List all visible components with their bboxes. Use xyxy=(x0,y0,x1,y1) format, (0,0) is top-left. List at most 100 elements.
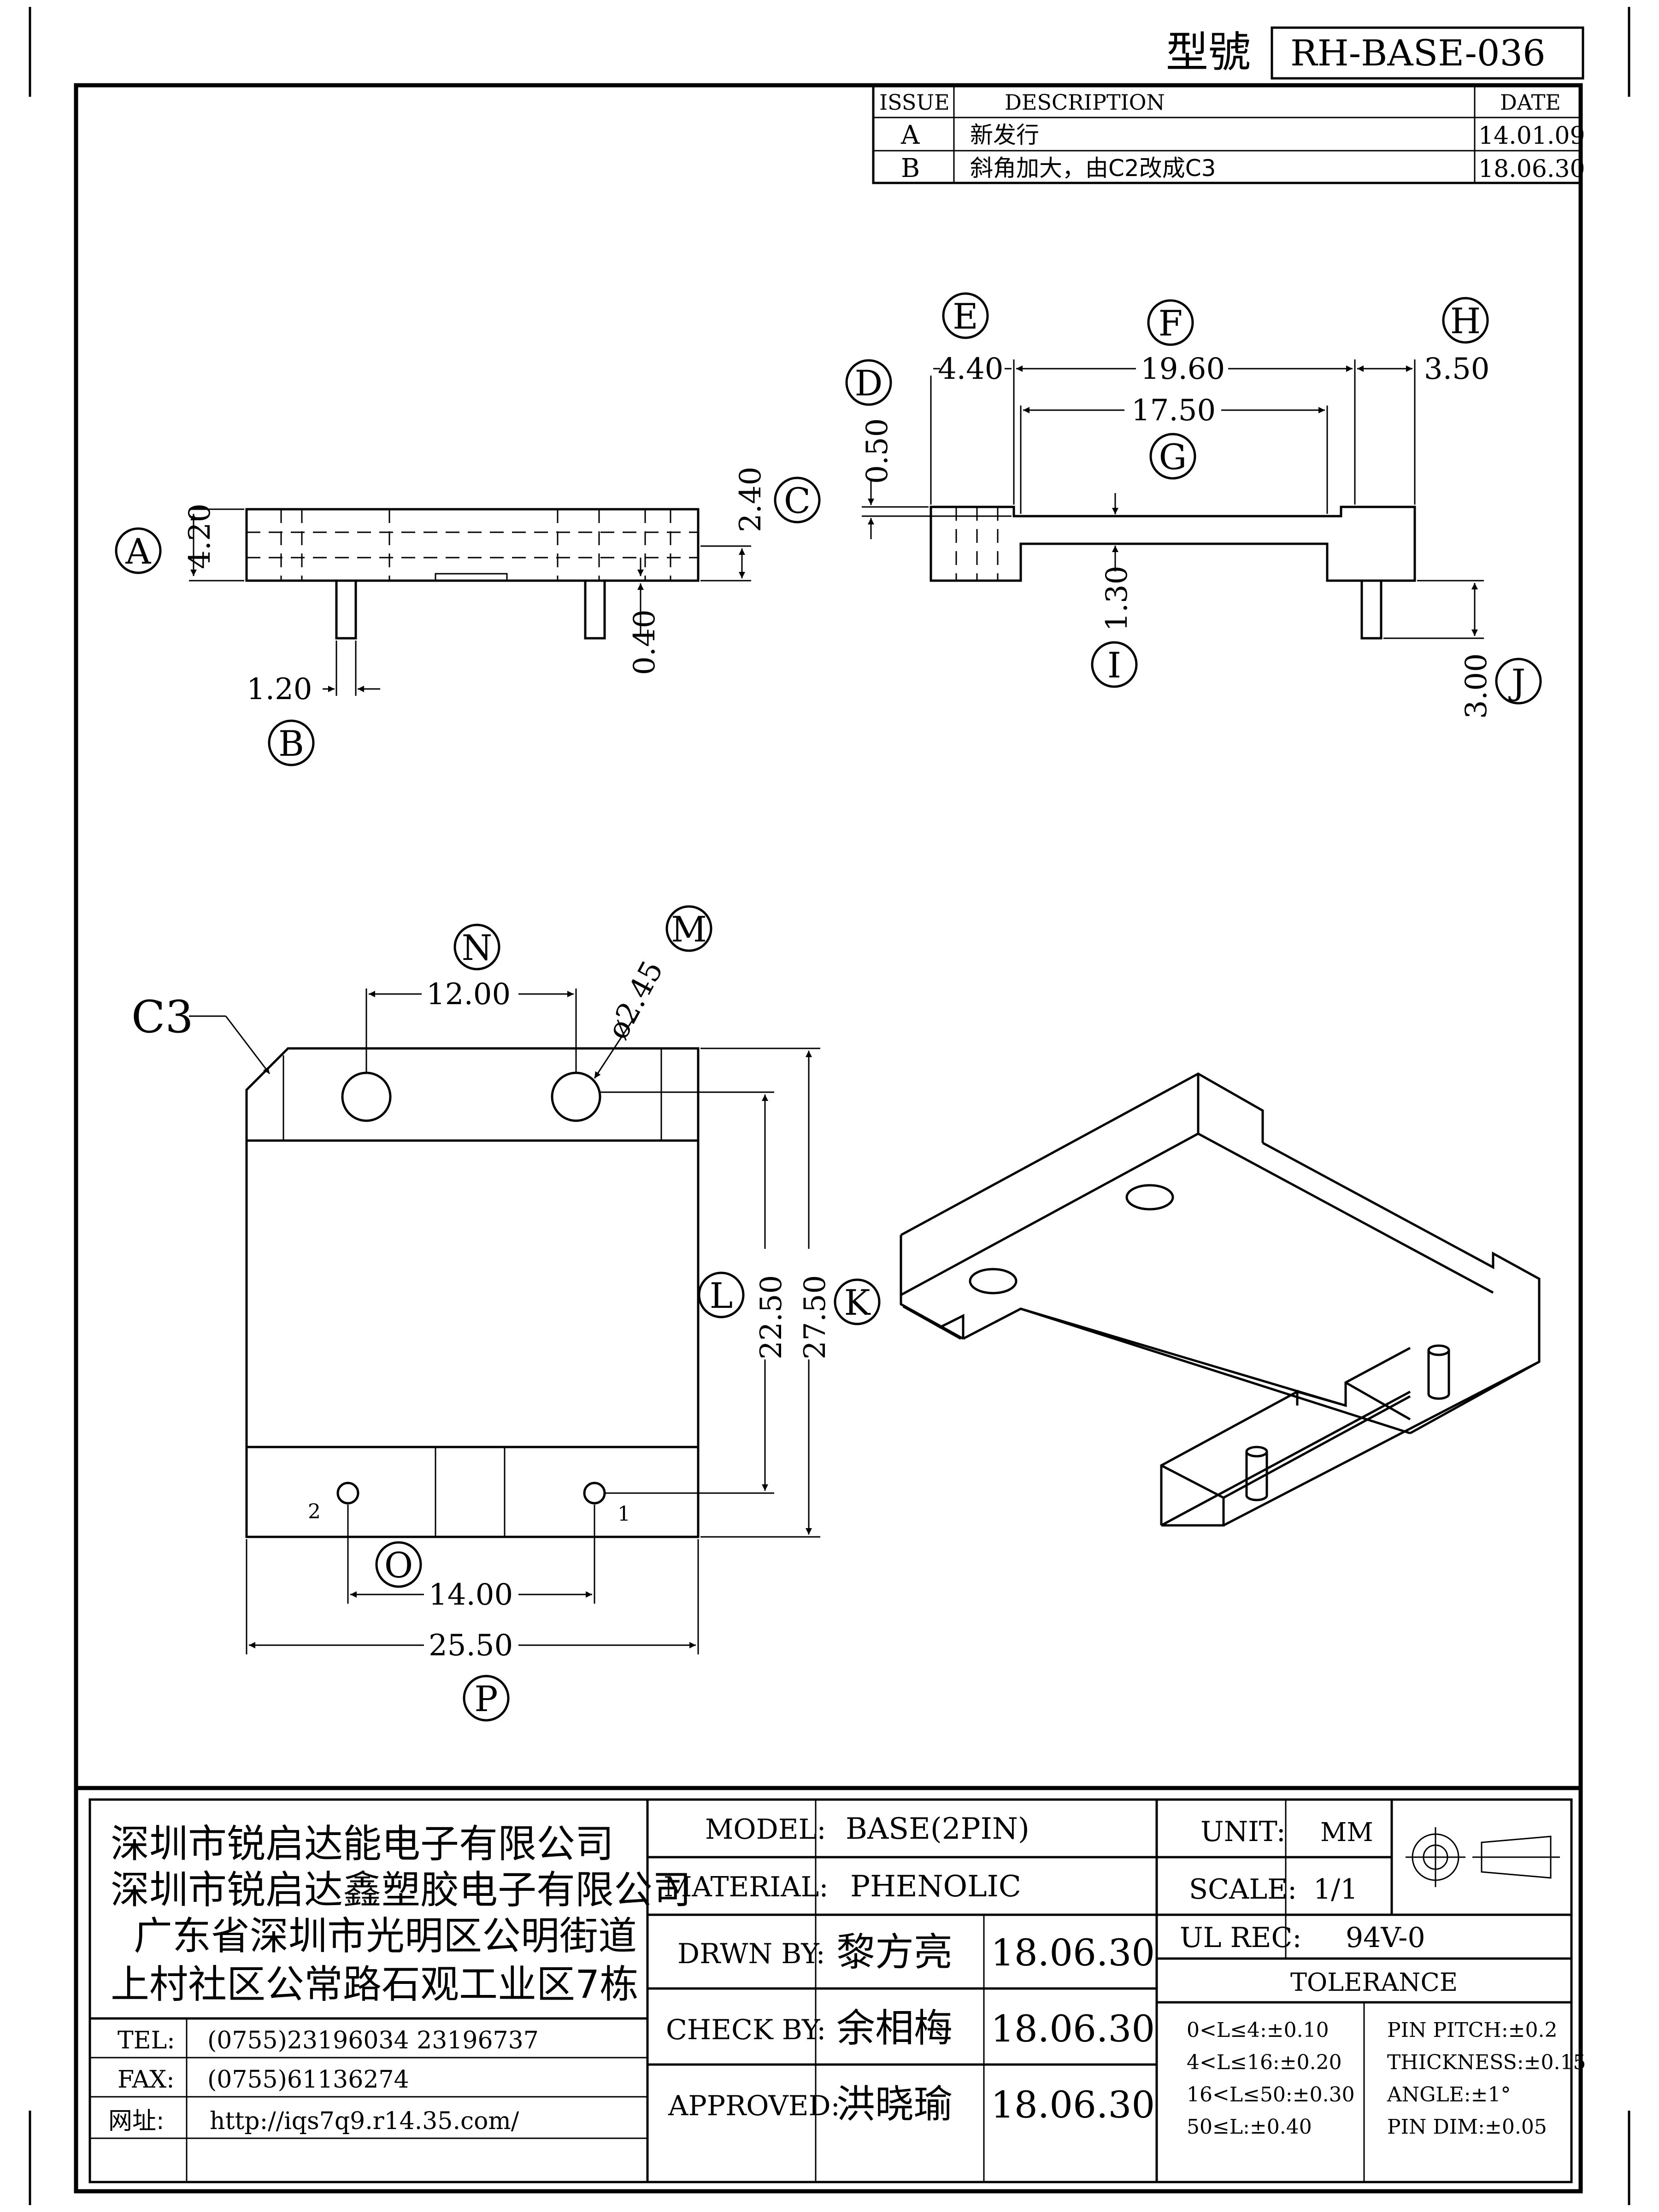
dim-n-value: 12.00 xyxy=(426,977,511,1012)
label-callouts-9: J xyxy=(1508,661,1525,702)
iso-hole-right xyxy=(1125,1184,1174,1211)
label-callouts-10: K xyxy=(844,1282,871,1323)
callout-o: O xyxy=(375,1541,422,1588)
drawn-by-label: DRWN BY: xyxy=(677,1938,825,1970)
label-callouts-12: M xyxy=(671,909,707,950)
callout-d: D xyxy=(845,359,892,406)
tel-label: TEL: xyxy=(118,2027,175,2054)
revision-table: ISSUE DESCRIPTION DATE A 新发行 14.01.09 B … xyxy=(872,84,1585,184)
callout-n: N xyxy=(453,924,500,971)
label-callouts-5: F xyxy=(1159,303,1183,344)
label-callouts-7: H xyxy=(1450,300,1481,341)
approved-label: APPROVED: xyxy=(668,2090,840,2122)
callout-e: E xyxy=(942,292,989,339)
web-label: 网址: xyxy=(108,2107,165,2135)
dim-m-value: ø2.45 xyxy=(601,955,670,1045)
label-callouts-0: A xyxy=(125,531,152,572)
rev-b-issue: B xyxy=(901,153,920,183)
rev-a-description: 新发行 xyxy=(970,122,1039,148)
dim-f-value: 19.60 xyxy=(1141,352,1225,386)
label-callouts-6: G xyxy=(1159,436,1187,477)
dim-d-value: 0.50 xyxy=(860,418,894,484)
tolerance-4: 50≤L:±0.40 xyxy=(1187,2115,1312,2139)
callout-g: G xyxy=(1149,433,1196,480)
tolerance-angle: ANGLE:±1° xyxy=(1387,2083,1511,2106)
callouts: A B C D E F G H I J K L M N O P xyxy=(115,292,1542,1722)
company-line-3: 广东省深圳市光明区公明街道 xyxy=(134,1913,637,1959)
hole-right xyxy=(551,1071,601,1122)
callout-m: M xyxy=(665,905,712,952)
web-value: http://iqs7q9.r14.35.com/ xyxy=(210,2107,519,2135)
projection-symbol-icon xyxy=(1406,1827,1560,1887)
dim-c-pin-value: 0.40 xyxy=(628,610,662,676)
tolerance-thickness: THICKNESS:±0.15 xyxy=(1387,2051,1586,2074)
chamfer-label: C3 xyxy=(131,991,194,1043)
tel-value: (0755)23196034 23196737 xyxy=(207,2027,539,2054)
callout-i: I xyxy=(1091,641,1138,688)
dim-p-value: 25.50 xyxy=(429,1629,513,1663)
tolerance-3: 16<L≤50:±0.30 xyxy=(1187,2083,1355,2106)
dim-j-value: 3.00 xyxy=(1459,653,1494,719)
dim-b-value: 1.20 xyxy=(247,672,312,706)
dim-l-value: 22.50 xyxy=(754,1275,788,1359)
label-callouts-8: I xyxy=(1107,645,1121,686)
callout-l: L xyxy=(698,1271,745,1318)
drawing-frame xyxy=(74,83,1583,2194)
pin-1-marker xyxy=(583,1482,606,1505)
dim-e-value: 4.40 xyxy=(938,352,1004,386)
dim-g-value: 17.50 xyxy=(1131,394,1216,428)
callout-c: C xyxy=(774,477,821,524)
ul-label: UL REC: xyxy=(1180,1922,1302,1954)
callout-k: K xyxy=(834,1278,881,1325)
callout-h: H xyxy=(1442,297,1489,344)
dim-h-value: 3.50 xyxy=(1424,352,1490,386)
hole-left xyxy=(341,1071,392,1122)
drawn-by-value: 黎方亮 xyxy=(836,1930,953,1975)
rev-header-date: DATE xyxy=(1500,90,1561,115)
tolerance-1: 0<L≤4:±0.10 xyxy=(1187,2018,1329,2042)
crop-marks xyxy=(29,7,1630,2205)
callout-a: A xyxy=(115,527,162,574)
front-view: 4.20 1.20 2.40 0.40 xyxy=(183,467,768,707)
approved-date: 18.06.30 xyxy=(991,2083,1155,2126)
rev-a-date: 14.01.09 xyxy=(1478,122,1585,150)
side-view: 4.40 19.60 3.50 17.50 0.50 1.30 3.00 xyxy=(860,352,1494,719)
callout-f: F xyxy=(1147,299,1194,346)
pin-2-label: 2 xyxy=(308,1500,321,1524)
model-value: BASE(2PIN) xyxy=(846,1812,1030,1846)
callout-j: J xyxy=(1495,658,1542,705)
unit-value: MM xyxy=(1320,1818,1373,1847)
title-block: 深圳市锐启达能电子有限公司 深圳市锐启达鑫塑胶电子有限公司 广东省深圳市光明区公… xyxy=(76,1786,1586,2183)
dim-k-value: 27.50 xyxy=(798,1275,832,1359)
company-line-4: 上村社区公常路石观工业区7栋 xyxy=(111,1962,638,2007)
model-number-label: 型號 xyxy=(1166,28,1251,77)
check-by-label: CHECK BY: xyxy=(666,2014,826,2046)
callout-p: P xyxy=(463,1675,510,1722)
drawn-date: 18.06.30 xyxy=(991,1931,1155,1974)
company-line-1: 深圳市锐启达能电子有限公司 xyxy=(111,1821,614,1866)
label-callouts-1: B xyxy=(278,723,304,764)
tolerance-pin-dim: PIN DIM:±0.05 xyxy=(1387,2115,1547,2139)
check-date: 18.06.30 xyxy=(991,2007,1155,2050)
label-callouts-3: D xyxy=(855,363,883,404)
rev-header-issue: ISSUE xyxy=(879,90,950,115)
label-callouts-14: O xyxy=(384,1545,413,1586)
model-label: MODEL: xyxy=(705,1813,826,1846)
isometric-view xyxy=(900,1072,1541,1527)
model-number-box: 型號 RH-BASE-036 xyxy=(1166,26,1584,80)
approved-value: 洪晓瑜 xyxy=(836,2082,953,2127)
label-callouts-15: P xyxy=(474,1678,498,1719)
company-line-2: 深圳市锐启达鑫塑胶电子有限公司 xyxy=(111,1867,691,1912)
fax-value: (0755)61136274 xyxy=(207,2066,409,2094)
dim-i-value: 1.30 xyxy=(1100,566,1134,632)
dim-c-value: 2.40 xyxy=(734,467,768,533)
rev-b-date: 18.06.30 xyxy=(1478,155,1585,183)
check-by-value: 余相梅 xyxy=(836,2006,953,2051)
fax-label: FAX: xyxy=(118,2066,175,2094)
rev-a-issue: A xyxy=(900,120,920,150)
tolerance-pin-pitch: PIN PITCH:±0.2 xyxy=(1387,2018,1558,2042)
label-callouts-11: L xyxy=(710,1275,733,1316)
dim-a-value: 4.20 xyxy=(183,504,217,570)
scale-label: SCALE: xyxy=(1189,1873,1297,1906)
